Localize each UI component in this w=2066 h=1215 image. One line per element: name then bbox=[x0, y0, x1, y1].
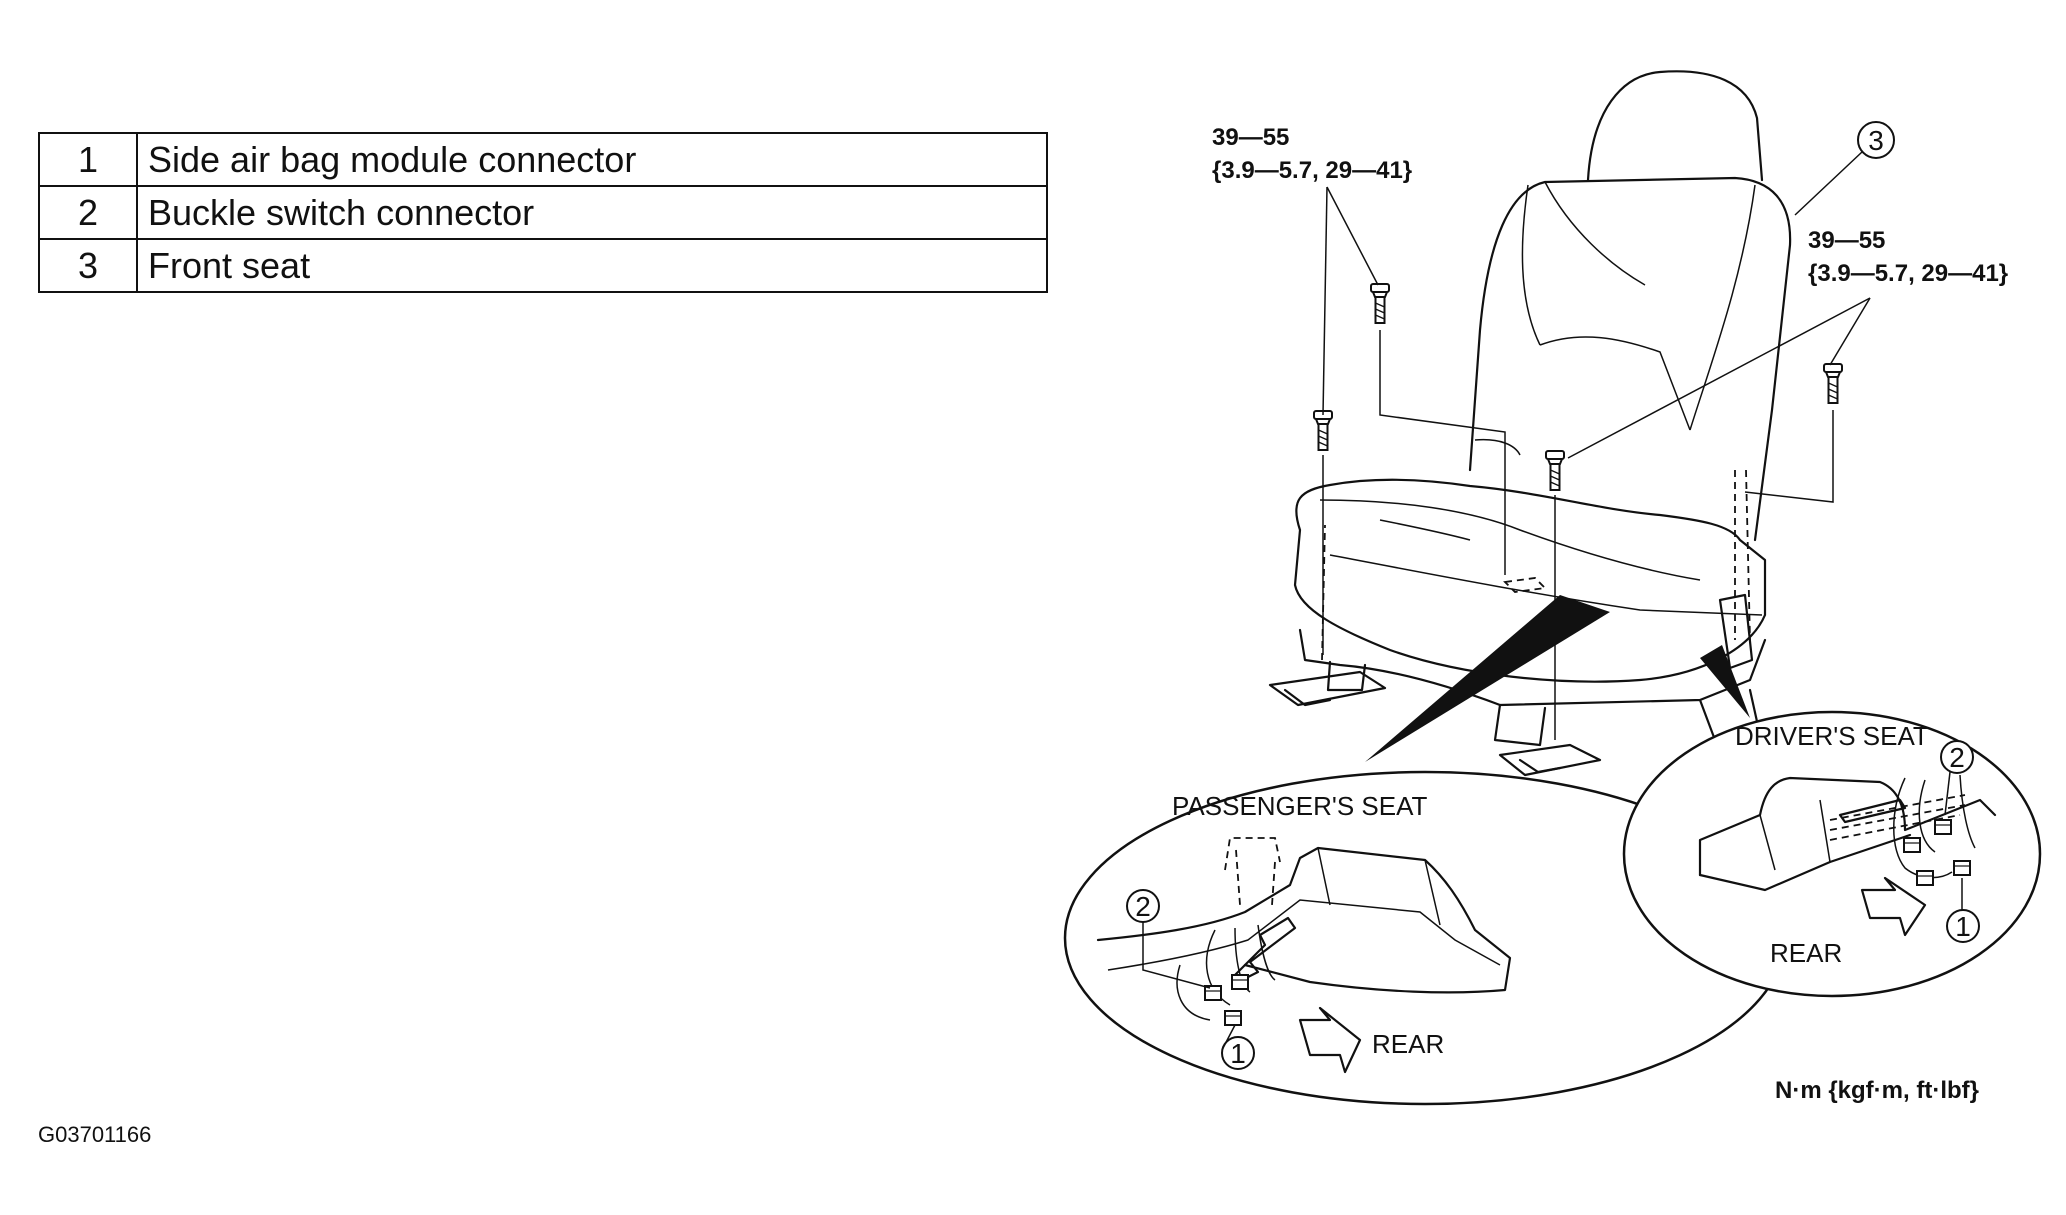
legend-row: 2 Buckle switch connector bbox=[38, 185, 1048, 240]
legend-number: 1 bbox=[38, 132, 138, 187]
legend-number: 3 bbox=[38, 238, 138, 293]
torque-spec-left-imperial: {3.9—5.7, 29—41} bbox=[1212, 157, 1412, 184]
legend-label: Buckle switch connector bbox=[136, 185, 1048, 240]
torque-spec-right-nm: 39—55 bbox=[1808, 227, 1885, 254]
rear-arrow-icon bbox=[1298, 1006, 1362, 1074]
parts-legend-table: 1 Side air bag module connector 2 Buckle… bbox=[38, 132, 1048, 293]
callout-number-3: 3 bbox=[1868, 125, 1884, 156]
legend-row: 3 Front seat bbox=[38, 238, 1048, 293]
air-bag-connector bbox=[1224, 1010, 1242, 1026]
passenger-seat-detail: PASSENGER'S SEAT 2 1 REAR bbox=[1063, 595, 1787, 1106]
driver-seat-title: DRIVER'S SEAT bbox=[1735, 721, 1929, 751]
legend-label: Front seat bbox=[136, 238, 1048, 293]
torque-spec-left-nm: 39—55 bbox=[1212, 124, 1289, 151]
bolt-rear-left bbox=[1370, 283, 1390, 324]
bolt-front-left bbox=[1313, 410, 1333, 451]
legend-number: 2 bbox=[38, 185, 138, 240]
driver-seat-detail: DRIVER'S SEAT 2 1 REAR bbox=[1622, 645, 2042, 998]
callout-circle-2 bbox=[1940, 740, 1974, 774]
rear-arrow-icon bbox=[1860, 876, 1927, 937]
front-seat-drawing bbox=[1268, 70, 1792, 777]
legend-row: 1 Side air bag module connector bbox=[38, 132, 1048, 187]
passenger-seat-title: PASSENGER'S SEAT bbox=[1172, 791, 1428, 821]
callout-circle-3 bbox=[1857, 121, 1895, 159]
legend-label: Side air bag module connector bbox=[136, 132, 1048, 187]
callout-number-1: 1 bbox=[1955, 911, 1971, 942]
torque-units: N·m {kgf·m, ft·lbf} bbox=[1775, 1077, 1979, 1104]
driver-rear-label: REAR bbox=[1770, 938, 1842, 968]
passenger-rear-label: REAR bbox=[1372, 1029, 1444, 1059]
bolt-front-center bbox=[1545, 450, 1565, 491]
callout-number-2: 2 bbox=[1949, 742, 1965, 773]
callout-number-1: 1 bbox=[1230, 1038, 1246, 1069]
figure-id: G03701166 bbox=[38, 1122, 152, 1147]
callout-number-2: 2 bbox=[1135, 891, 1151, 922]
bolt-rear-right bbox=[1823, 363, 1843, 404]
callout-circle-1 bbox=[1946, 909, 1980, 943]
callout-circle-1 bbox=[1221, 1036, 1255, 1070]
torque-spec-right-imperial: {3.9—5.7, 29—41} bbox=[1808, 260, 2008, 287]
